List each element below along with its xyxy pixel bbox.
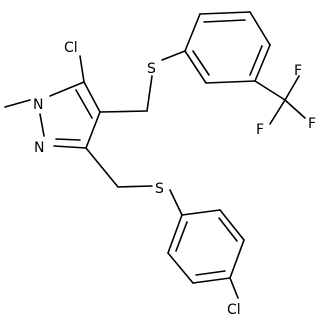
bond-ph1-double-2 (249, 45, 263, 76)
bond-n1-c5 (49, 81, 85, 97)
bond-ph2-a (181, 209, 221, 216)
bond-s-top-phenyl (161, 50, 186, 61)
bond-n1-methyl (4, 99, 31, 108)
atom-s-top: S (147, 61, 156, 77)
atom-f1: F (294, 63, 302, 79)
atom-f2: F (308, 116, 316, 132)
bond-c5-cl (79, 55, 85, 83)
bond-ph1-double-3 (192, 50, 210, 76)
bond-c4-c3 (85, 111, 101, 149)
bond-ph1-c (249, 11, 271, 46)
bond-ph2-f (167, 214, 183, 254)
bond-ph2-double-3 (175, 221, 188, 252)
bond-ch2-s-top (146, 75, 153, 112)
bond-ph2-b (219, 209, 245, 241)
bond-c3-ch2 (85, 147, 119, 188)
bond-ph1-a (184, 13, 201, 52)
bond-ph2-c (229, 239, 245, 279)
bond-ph2-d (192, 277, 231, 284)
bond-ph2-double-1 (218, 217, 238, 242)
bond-ph1-e (205, 80, 256, 84)
bond-c3-n2 (53, 145, 87, 149)
bond-c5-c4 (83, 81, 101, 113)
atom-cl-pyrazole: Cl (64, 40, 78, 56)
bond-ph1-d (254, 44, 271, 82)
atom-n2: N (34, 140, 44, 156)
bond-c5-c4-double (75, 89, 93, 119)
bond-cf3-f1 (284, 75, 300, 101)
atom-f3: F (256, 122, 264, 138)
bond-cf3-f2 (284, 99, 306, 119)
bond-ph2-cl (229, 277, 239, 299)
bond-ph2-e (167, 252, 194, 284)
bond-ph1-cf3 (254, 80, 286, 101)
atom-cl-phenyl: Cl (227, 302, 241, 318)
bond-s-bottom-phenyl (169, 189, 183, 216)
bond-ph2-double-2 (195, 270, 226, 276)
bond-n2-n1 (39, 113, 45, 137)
bond-ch2-s-bottom (117, 185, 153, 188)
bond-ph1-f (184, 50, 207, 84)
bond-c4-ch2 (99, 110, 148, 113)
atom-n1: N (33, 97, 43, 113)
bond-ph1-b (199, 11, 251, 15)
bond-c3-n2-double (55, 138, 81, 141)
bond-ph1-double-1 (203, 19, 246, 23)
atom-s-bottom: S (155, 181, 164, 197)
bond-cf3-f3 (269, 99, 286, 125)
